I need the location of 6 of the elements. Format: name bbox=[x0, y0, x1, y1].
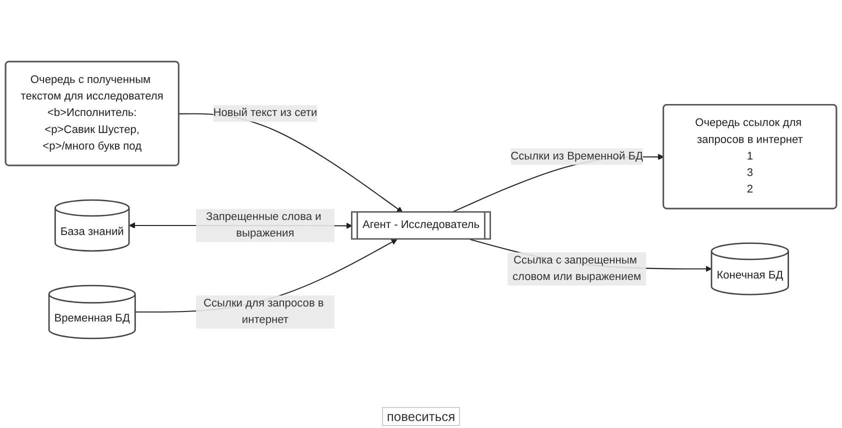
note-text: повеситься bbox=[382, 407, 460, 426]
edge-label: Новый текст из сети bbox=[213, 107, 318, 120]
edge-label: Запрещенные слова и выражения bbox=[206, 210, 322, 240]
edge-label: Ссылка с запрещенным словом или выражением bbox=[512, 254, 642, 283]
edge-label: Ссылки для запросов в интернет bbox=[203, 297, 324, 326]
edge-label: Ссылки из Временной БД bbox=[510, 150, 643, 162]
